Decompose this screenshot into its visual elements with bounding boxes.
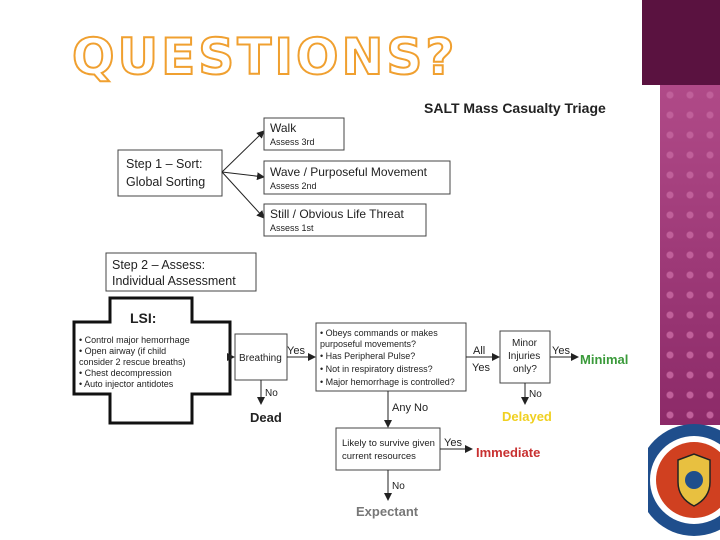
diagram-svg: SALT Mass Casualty Triage Step 1 – Sort:… <box>72 100 628 519</box>
delayed-label: Delayed <box>502 409 552 424</box>
survive-line-1: Likely to survive given <box>342 438 435 449</box>
seal-svg <box>648 424 720 536</box>
all-yes-label: Yes <box>472 362 490 374</box>
step2-line1: Step 2 – Assess: <box>112 258 205 272</box>
step2-line2: Individual Assessment <box>112 274 236 288</box>
minor-line-1: Minor <box>512 338 538 349</box>
walk-box <box>263 117 345 151</box>
arrow-wave <box>221 171 265 181</box>
breathing-no-label: No <box>265 388 278 399</box>
walk-label: Walk <box>270 121 297 135</box>
question-3: • Has Peripheral Pulse? <box>320 351 415 361</box>
breathing-label: Breathing <box>239 353 282 364</box>
immediate-label: Immediate <box>476 445 540 460</box>
minor-yes-label: Yes <box>552 345 570 357</box>
lsi-title: LSI: <box>130 310 156 326</box>
lsi-item-3: consider 2 rescue breaths) <box>79 357 186 367</box>
lsi-cross <box>72 296 232 425</box>
still-label: Still / Obvious Life Threat <box>270 207 405 221</box>
minor-no-label: No <box>529 389 542 400</box>
wave-sub: Assess 2nd <box>270 181 317 191</box>
step1-box <box>117 149 223 197</box>
wave-box <box>263 160 451 195</box>
step2-box <box>105 252 257 292</box>
minor-line-2: Injuries <box>508 351 540 362</box>
minor-line-3: only? <box>513 364 537 375</box>
lsi-item-1: • Control major hemorrhage <box>79 335 190 345</box>
organization-seal-logo <box>648 420 720 540</box>
step1-line1: Step 1 – Sort: <box>126 157 202 171</box>
question-4: • Not in respiratory distress? <box>320 364 433 374</box>
lsi-item-5: • Auto injector antidotes <box>79 379 174 389</box>
slide-title: QUESTIONS? <box>71 27 458 87</box>
diagram-title: SALT Mass Casualty Triage <box>424 100 606 116</box>
still-box <box>263 203 427 237</box>
survive-line-2: current resources <box>342 451 416 462</box>
still-sub: Assess 1st <box>270 223 314 233</box>
survive-yes-label: Yes <box>444 437 462 449</box>
arrow-walk <box>221 130 265 173</box>
salt-triage-diagram: SALT Mass Casualty Triage Step 1 – Sort:… <box>68 88 660 528</box>
lsi-item-4: • Chest decompression <box>79 368 172 378</box>
step1-line2: Global Sorting <box>126 175 205 189</box>
side-pattern <box>660 85 720 425</box>
survive-box <box>335 427 441 471</box>
minimal-label: Minimal <box>580 352 628 367</box>
accent-bar <box>642 0 720 85</box>
expectant-label: Expectant <box>356 504 419 519</box>
dead-label: Dead <box>250 410 282 425</box>
any-no-label: Any No <box>392 402 428 414</box>
breathing-yes-label: Yes <box>287 345 305 357</box>
lsi-item-2: • Open airway (if child <box>79 346 166 356</box>
question-5: • Major hemorrhage is controlled? <box>320 377 455 387</box>
walk-sub: Assess 3rd <box>270 137 315 147</box>
survive-no-label: No <box>392 481 405 492</box>
all-label: All <box>473 345 485 357</box>
question-1: • Obeys commands or makes <box>320 328 438 338</box>
minor-box <box>499 330 551 384</box>
questions-box <box>315 322 467 392</box>
arrow-still <box>221 171 265 219</box>
wave-label: Wave / Purposeful Movement <box>270 165 428 179</box>
question-2: purposeful movements? <box>320 339 416 349</box>
